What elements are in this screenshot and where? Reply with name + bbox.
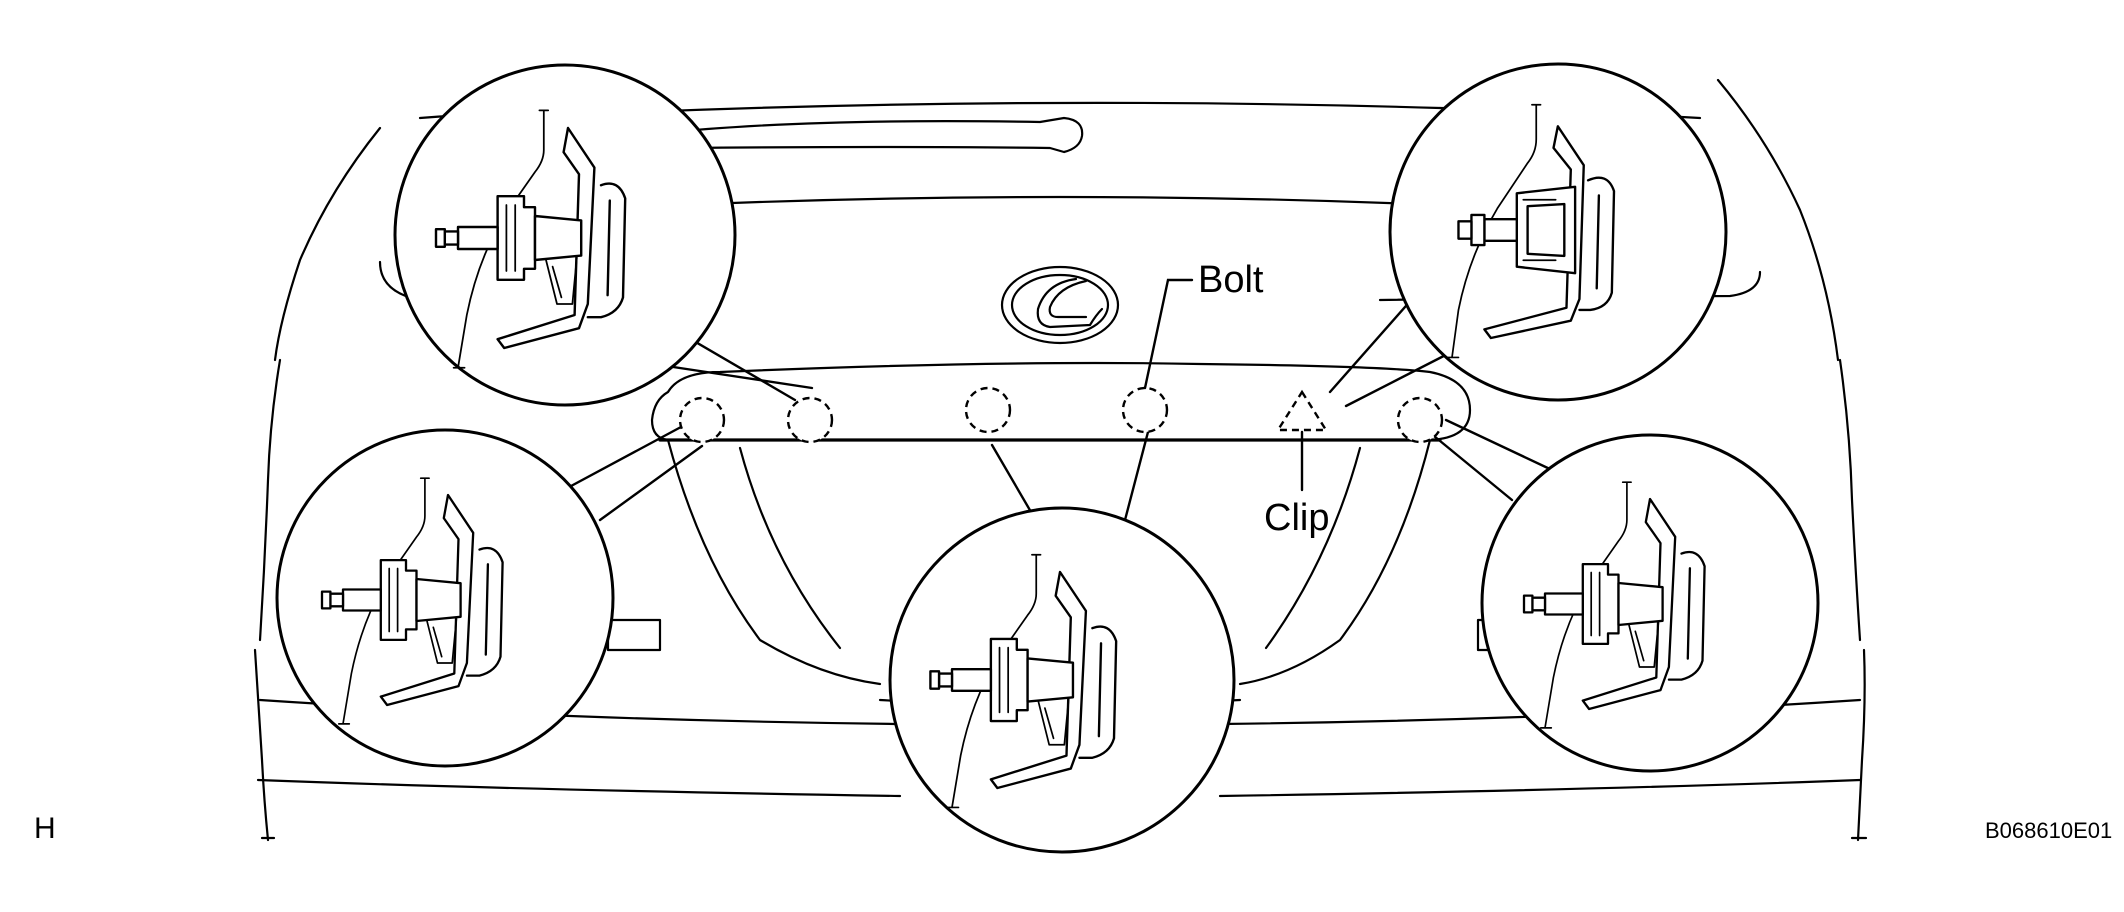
bolt-marker-icon — [678, 396, 726, 444]
bolt-marker-icon — [1121, 386, 1169, 434]
bolt-marker-icon — [964, 386, 1012, 434]
bolt-cross-section-icon — [888, 506, 1236, 854]
clip-label: Clip — [1264, 497, 1329, 539]
figure-code: B068610E01 — [1985, 818, 2112, 843]
clip-cross-section-icon — [1388, 62, 1728, 402]
bolt-marker-icon — [786, 396, 834, 444]
bolt-cross-section-icon — [393, 63, 737, 407]
lexus-emblem-icon — [1000, 265, 1120, 345]
bolt-cross-section-icon — [1480, 433, 1820, 773]
bolt-marker-icon — [1396, 396, 1444, 444]
bolt-label: Bolt — [1198, 259, 1264, 301]
bolt-cross-section-icon — [275, 428, 615, 768]
clip-marker-icon — [1275, 389, 1329, 432]
back-door-garnish — [650, 361, 1472, 442]
corner-mark: H — [34, 812, 56, 845]
